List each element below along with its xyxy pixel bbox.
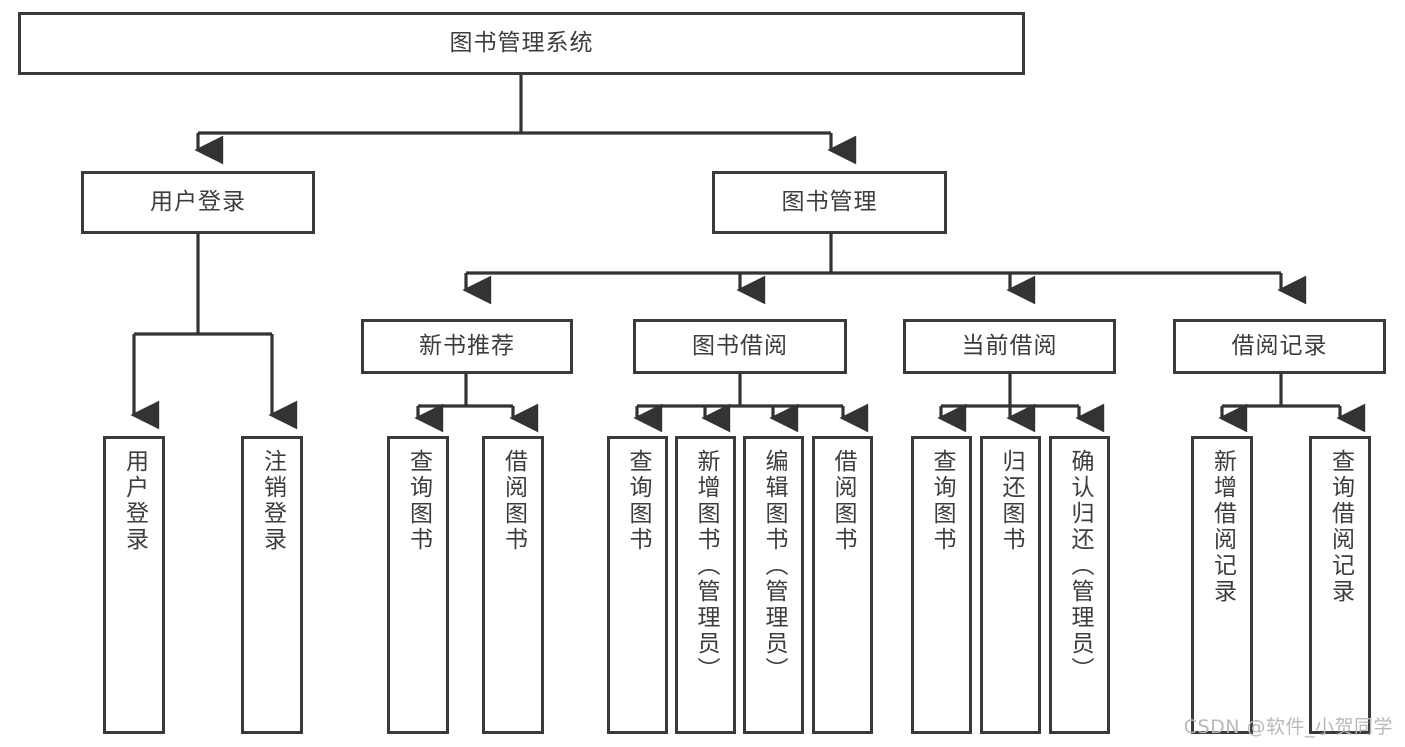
leaf-new-book-borrow[interactable]: 借阅图书 [482, 436, 544, 734]
node-new-book-recommend[interactable]: 新书推荐 [361, 319, 573, 374]
leaf-borrow-record-add-label: 新增借阅记录 [1209, 449, 1236, 605]
leaf-book-borrow-query-label: 查询图书 [625, 449, 651, 553]
node-current-borrow[interactable]: 当前借阅 [903, 319, 1116, 374]
leaf-borrow-record-add[interactable]: 新增借阅记录 [1191, 436, 1253, 734]
node-book-borrow-label: 图书借阅 [692, 332, 788, 359]
node-user-login[interactable]: 用户登录 [81, 171, 315, 234]
leaf-new-book-query-label: 查询图书 [405, 449, 432, 553]
leaf-user-login-login-label: 用户登录 [121, 449, 148, 553]
leaf-current-borrow-return-label: 归还图书 [998, 449, 1024, 553]
leaf-book-borrow-add-label: 新增图书（管理员） [693, 449, 719, 683]
leaf-new-book-query[interactable]: 查询图书 [387, 436, 449, 734]
leaf-book-borrow-edit-label: 编辑图书（管理员） [761, 449, 787, 683]
node-book-borrow[interactable]: 图书借阅 [633, 319, 847, 374]
leaf-current-borrow-confirm-label: 确认归还（管理员） [1067, 449, 1093, 683]
node-root[interactable]: 图书管理系统 [18, 12, 1025, 75]
node-user-login-label: 用户登录 [150, 188, 246, 215]
leaf-user-login-logout-label: 注销登录 [259, 449, 286, 553]
leaf-user-login-logout[interactable]: 注销登录 [241, 436, 303, 734]
node-borrow-record[interactable]: 借阅记录 [1173, 319, 1386, 374]
leaf-book-borrow-borrow[interactable]: 借阅图书 [812, 436, 873, 734]
csdn-watermark: CSDN @软件_小贺同学 [1183, 716, 1393, 738]
leaf-book-borrow-borrow-label: 借阅图书 [830, 449, 856, 553]
leaf-current-borrow-confirm[interactable]: 确认归还（管理员） [1049, 436, 1110, 734]
node-new-book-recommend-label: 新书推荐 [419, 332, 515, 359]
leaf-book-borrow-edit[interactable]: 编辑图书（管理员） [743, 436, 804, 734]
node-book-management-label: 图书管理 [781, 188, 878, 215]
leaf-borrow-record-query[interactable]: 查询借阅记录 [1309, 436, 1371, 734]
leaf-current-borrow-query[interactable]: 查询图书 [911, 436, 972, 734]
leaf-user-login-login[interactable]: 用户登录 [103, 436, 165, 734]
node-current-borrow-label: 当前借阅 [961, 332, 1058, 359]
node-borrow-record-label: 借阅记录 [1231, 332, 1328, 359]
node-book-management[interactable]: 图书管理 [712, 171, 947, 234]
leaf-current-borrow-query-label: 查询图书 [929, 449, 955, 553]
leaf-book-borrow-add[interactable]: 新增图书（管理员） [675, 436, 736, 734]
node-root-label: 图书管理系统 [449, 29, 594, 56]
leaf-new-book-borrow-label: 借阅图书 [500, 449, 527, 553]
leaf-current-borrow-return[interactable]: 归还图书 [980, 436, 1041, 734]
leaf-borrow-record-query-label: 查询借阅记录 [1327, 449, 1354, 605]
leaf-book-borrow-query[interactable]: 查询图书 [607, 436, 668, 734]
